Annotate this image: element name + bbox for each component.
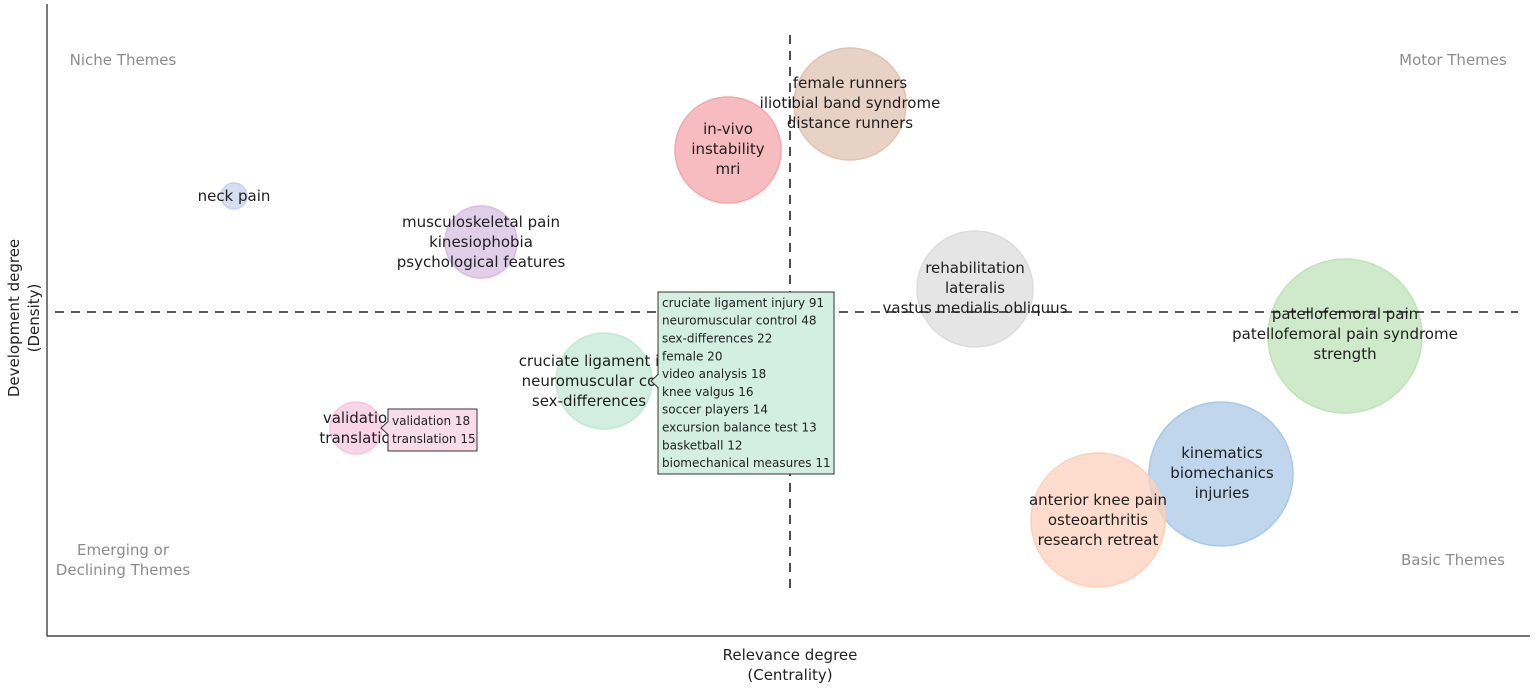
cluster-label: patellofemoral pain — [1272, 305, 1418, 323]
cluster-label: psychological features — [397, 253, 566, 271]
quadrant-label-emerging: Declining Themes — [56, 561, 191, 579]
quadrant-label-basic: Basic Themes — [1401, 551, 1505, 569]
cluster-label: validatio — [323, 409, 387, 427]
tooltip-box — [657, 291, 835, 475]
tooltip-item: translation 15 — [392, 432, 476, 446]
axes: Relevance degree (Centrality) Development … — [5, 4, 1530, 684]
cluster-label: distance runners — [787, 114, 913, 132]
x-axis-title: (Centrality) — [747, 666, 832, 684]
cluster-label: lateralis — [945, 279, 1005, 297]
tooltip-item: biomechanical measures 11 — [662, 456, 831, 470]
tooltip-item: soccer players 14 — [662, 403, 768, 417]
cluster-bubble[interactable] — [674, 96, 782, 204]
cluster-label: patellofemoral pain syndrome — [1232, 325, 1458, 343]
tooltip-item: knee valgus 16 — [662, 385, 753, 399]
cluster-label: vastus medialis obliquus — [883, 299, 1068, 317]
y-axis-title: (Density) — [25, 284, 43, 353]
tooltip-item: female 20 — [662, 349, 722, 363]
cluster-label: neuromuscular co — [522, 372, 657, 390]
cluster-bubble[interactable] — [1030, 452, 1166, 588]
cluster-bubble[interactable] — [793, 47, 907, 161]
x-axis-title: Relevance degree — [723, 646, 858, 664]
cluster-label: cruciate ligament i — [519, 352, 660, 370]
hover-tooltip: validation 18 translation 15 — [380, 408, 478, 452]
tooltip-item: validation 18 — [392, 414, 470, 428]
cluster-label: musculoskeletal pain — [402, 213, 560, 231]
cluster-bubble[interactable] — [1267, 258, 1423, 414]
cluster-label: injuries — [1195, 484, 1250, 502]
tooltip-item: excursion balance test 13 — [662, 421, 817, 435]
cluster-label: anterior knee pain — [1029, 491, 1167, 509]
y-axis-title: Development degree — [5, 239, 23, 397]
cluster-bubble[interactable] — [1148, 401, 1294, 547]
cluster-label: rehabilitation — [925, 259, 1025, 277]
cluster-label: instability — [691, 140, 764, 158]
tooltip-box — [387, 408, 478, 452]
quadrant-label-motor: Motor Themes — [1399, 51, 1507, 69]
cluster-bubble[interactable] — [220, 182, 248, 210]
cluster-bubble[interactable] — [916, 230, 1034, 348]
tooltip-pointer — [650, 373, 659, 389]
cluster-label: research retreat — [1038, 531, 1159, 549]
cluster-label: translatio — [319, 429, 390, 447]
tooltip-layer: validation 18 translation 15 cruciate liga… — [380, 291, 835, 475]
cluster-label: in-vivo — [703, 120, 753, 138]
quadrant-label-niche: Niche Themes — [70, 51, 177, 69]
tooltip-item: neuromuscular control 48 — [662, 314, 816, 328]
cluster-label: kinesiophobia — [429, 233, 533, 251]
tooltip-item: basketball 12 — [662, 438, 743, 452]
tooltip-item: sex-differences 22 — [662, 332, 772, 346]
quadrant-label-emerging: Emerging or — [77, 541, 170, 559]
cluster-label: female runners — [793, 74, 908, 92]
hover-tooltip: cruciate ligament injury 91 neuromuscular… — [650, 291, 835, 475]
tooltip-pointer — [380, 420, 389, 436]
bubble-layer — [220, 47, 1423, 588]
cluster-label: sex-differences — [532, 392, 646, 410]
cluster-label: iliotibial band syndrome — [760, 94, 941, 112]
tooltip-item: cruciate ligament injury 91 — [662, 296, 824, 310]
cluster-label: strength — [1313, 345, 1376, 363]
cluster-label: biomechanics — [1170, 464, 1274, 482]
y-axis-title-group: Development degree(Density) — [5, 239, 43, 397]
bubble-label-layer: neck pain musculoskeletal pain kinesiophob… — [198, 74, 1458, 549]
cluster-label: mri — [716, 160, 741, 178]
tooltip-item: video analysis 18 — [662, 367, 766, 381]
cluster-label: osteoarthritis — [1048, 511, 1148, 529]
cluster-bubble[interactable] — [444, 205, 518, 279]
cluster-label: kinematics — [1181, 444, 1263, 462]
cluster-label: neck pain — [198, 187, 271, 205]
